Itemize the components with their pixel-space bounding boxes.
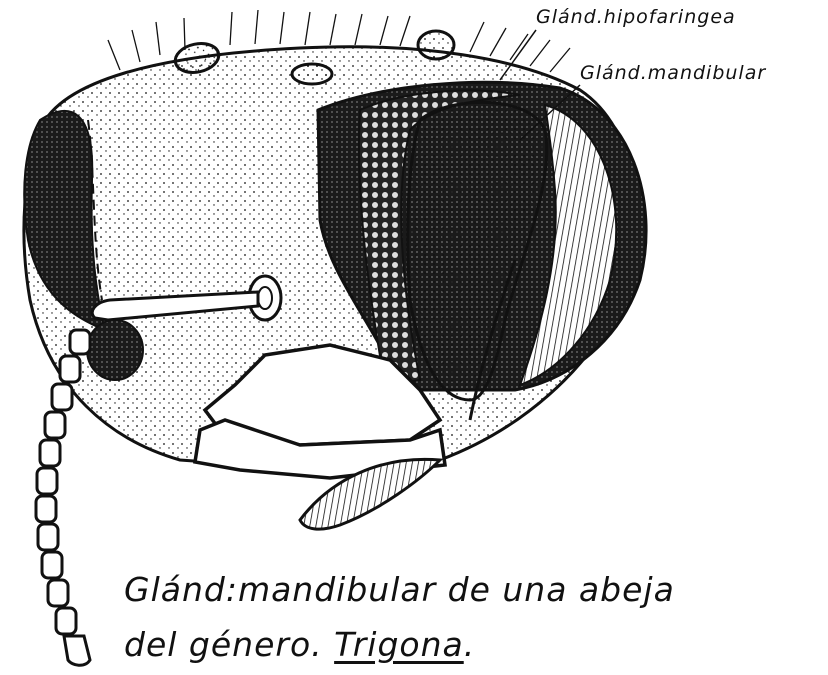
caption-genus: Trigona xyxy=(334,625,464,664)
caption-line-2: del género. Trigona. xyxy=(124,625,475,664)
caption-suffix: . xyxy=(464,625,476,664)
caption-line-1: Glánd:mandibular de una abeja xyxy=(124,570,675,609)
caption-prefix: del género. xyxy=(124,625,323,664)
